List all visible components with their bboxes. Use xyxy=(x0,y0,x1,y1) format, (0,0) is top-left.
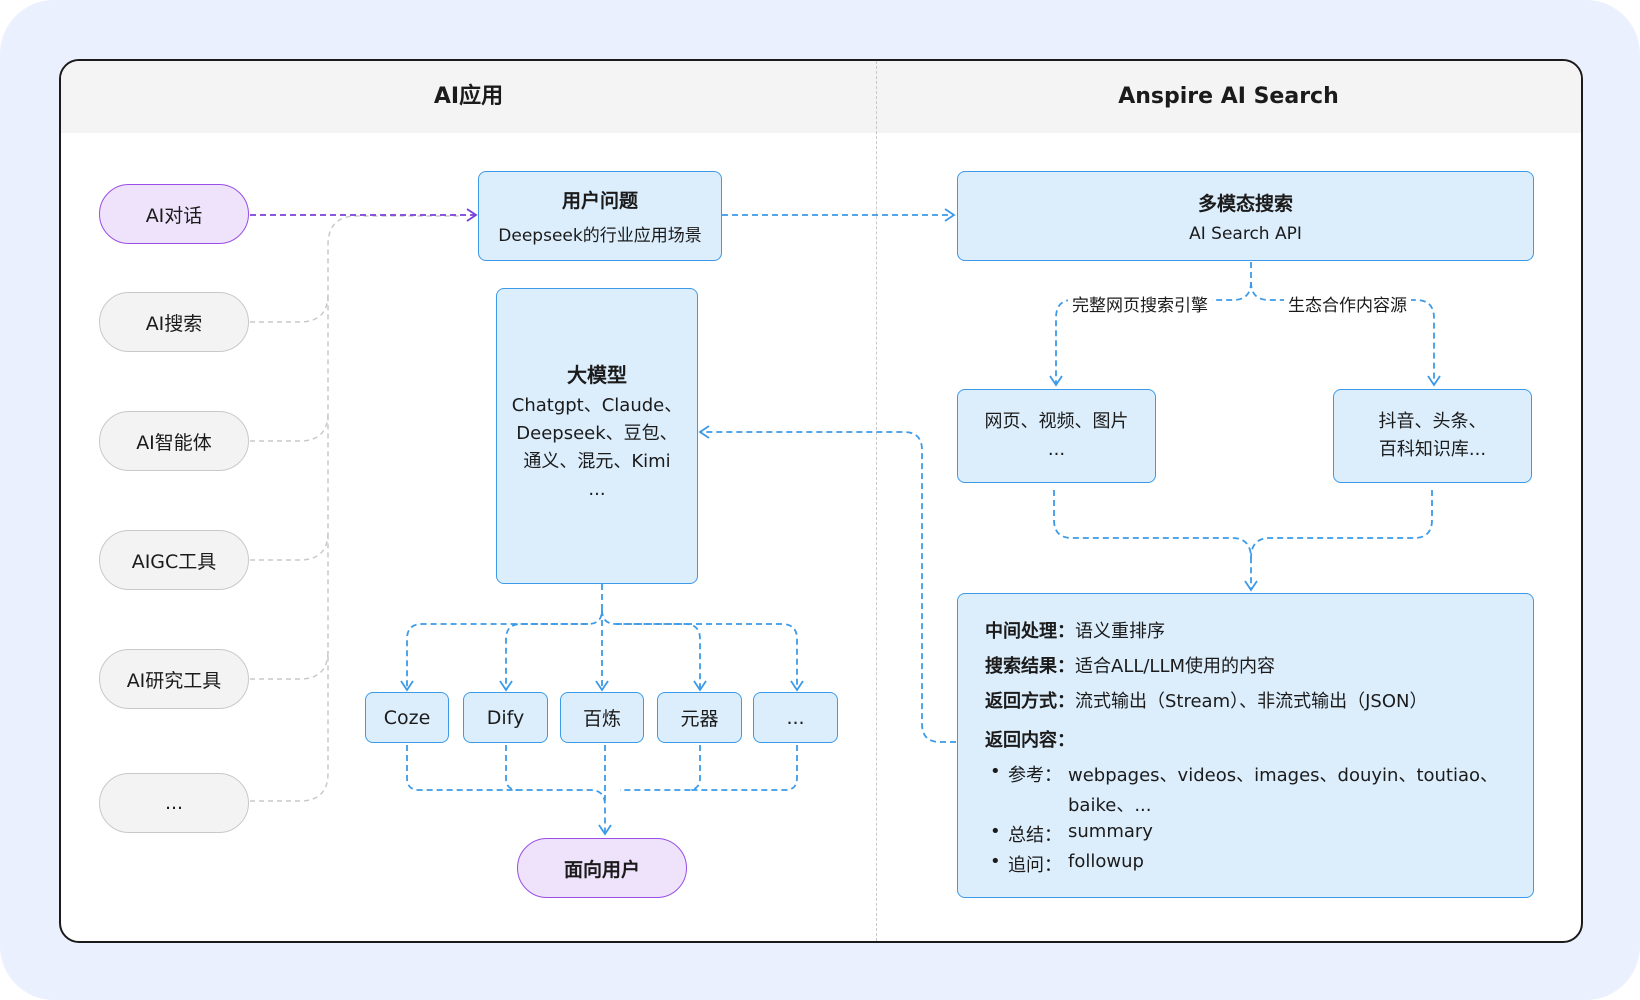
platform-more: ... xyxy=(753,692,838,743)
followup-label: 追问： xyxy=(1008,855,1062,876)
user-question-node: 用户问题 Deepseek的行业应用场景 xyxy=(478,171,722,261)
branch-label-web-engine: 完整网页搜索引擎 xyxy=(1068,291,1212,316)
web-sources-line-1: 网页、视频、图片 xyxy=(984,411,1129,432)
frame-header xyxy=(61,61,1581,133)
multimodal-search-subtitle: AI Search API xyxy=(1189,223,1302,244)
app-pill-aigc-tool: AIGC工具 xyxy=(99,530,249,590)
multimodal-search-title: 多模态搜索 xyxy=(1197,192,1293,215)
llm-line-4: ... xyxy=(588,479,606,500)
search-result-line: 搜索结果：适合ALL/LLM使用的内容 xyxy=(985,652,1275,678)
left-column-title: AI应用 xyxy=(433,84,504,109)
llm-line-2: Deepseek、豆包、 xyxy=(516,423,678,444)
ecosystem-sources-node: 抖音、头条、 百科知识库... xyxy=(1333,389,1532,483)
return-mode-value: 流式输出（Stream）、非流式输出（JSON） xyxy=(1075,691,1428,712)
branch-label-ecosystem: 生态合作内容源 xyxy=(1284,291,1411,316)
middle-processing-value: 语义重排序 xyxy=(1075,621,1165,642)
middle-processing-label: 中间处理： xyxy=(985,621,1075,642)
llm-node: 大模型 Chatgpt、Claude、 Deepseek、豆包、 通义、混元、K… xyxy=(496,288,698,584)
app-pill-more: ... xyxy=(99,773,249,833)
app-connectors xyxy=(250,215,460,802)
platform-coze: Coze xyxy=(365,692,449,743)
processing-node xyxy=(957,593,1534,898)
return-content-label: 返回内容： xyxy=(985,730,1075,751)
web-sources-node: 网页、视频、图片 ... xyxy=(957,389,1156,483)
middle-processing-line: 中间处理：语义重排序 xyxy=(985,617,1165,643)
web-sources-line-2: ... xyxy=(1047,439,1066,460)
search-result-value: 适合ALL/LLM使用的内容 xyxy=(1075,656,1276,677)
ecosystem-sources-line-1: 抖音、头条、 xyxy=(1378,411,1487,432)
app-pill-ai-agent: AI智能体 xyxy=(99,411,249,471)
end-user-node: 面向用户 xyxy=(517,838,687,898)
followup-value: followup xyxy=(1068,851,1144,872)
reference-value: webpages、videos、images、douyin、toutiao、 xyxy=(1068,765,1499,786)
summary-value: summary xyxy=(1068,821,1153,842)
column-divider xyxy=(876,61,877,941)
search-result-label: 搜索结果： xyxy=(985,656,1075,677)
app-pill-ai-research: AI研究工具 xyxy=(99,649,249,709)
llm-line-1: Chatgpt、Claude、 xyxy=(511,395,683,416)
ecosystem-sources-line-2: 百科知识库... xyxy=(1378,439,1487,460)
multimodal-search-node: 多模态搜索 AI Search API xyxy=(957,171,1534,261)
llm-line-3: 通义、混元、Kimi xyxy=(523,451,671,472)
return-content-line: 返回内容： xyxy=(985,726,1075,752)
user-question-subtitle: Deepseek的行业应用场景 xyxy=(498,226,702,246)
reference-value-continued: baike、... xyxy=(1068,795,1152,816)
platform-dify: Dify xyxy=(463,692,548,743)
right-column-title: Anspire AI Search xyxy=(1118,84,1339,109)
platform-yuanqi: 元器 xyxy=(657,692,742,743)
app-pill-ai-search: AI搜索 xyxy=(99,292,249,352)
return-mode-label: 返回方式： xyxy=(985,691,1075,712)
bullet-dot: • xyxy=(990,761,1001,782)
bullet-dot: • xyxy=(990,821,1001,842)
reference-label: 参考： xyxy=(1008,765,1062,786)
bullet-dot: • xyxy=(990,851,1001,872)
summary-label: 总结： xyxy=(1008,825,1062,846)
app-pill-ai-chat: AI对话 xyxy=(99,184,249,244)
return-mode-line: 返回方式：流式输出（Stream）、非流式输出（JSON） xyxy=(985,687,1428,713)
llm-title: 大模型 xyxy=(567,363,627,387)
platform-bailian: 百炼 xyxy=(560,692,644,743)
user-question-title: 用户问题 xyxy=(561,190,638,212)
